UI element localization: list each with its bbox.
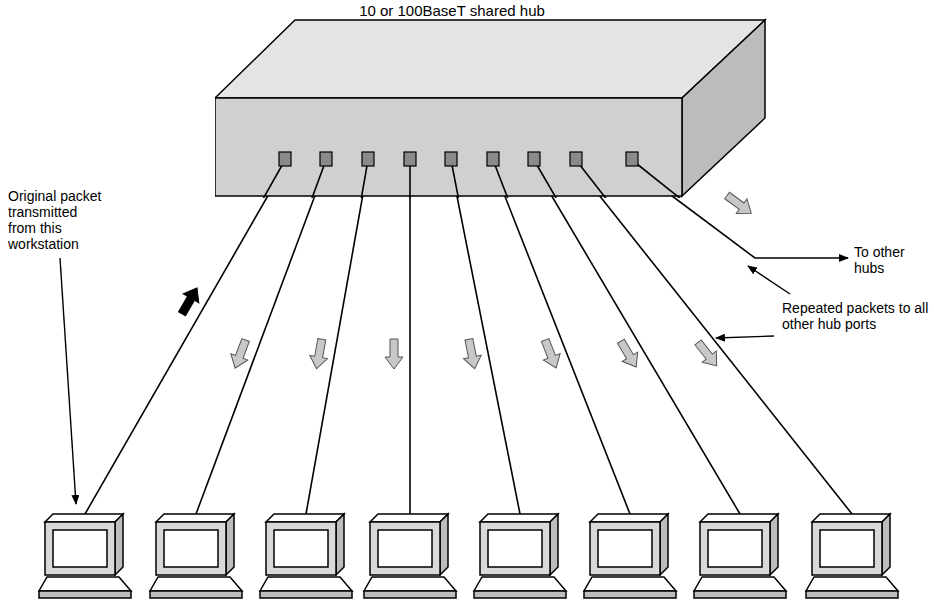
- annotation-label: Original packet transmitted from this wo…: [8, 188, 104, 252]
- illustration-part: [528, 152, 540, 166]
- illustration-part: [150, 514, 242, 598]
- illustration-part: [487, 152, 499, 166]
- leader-lines: [60, 258, 790, 504]
- illustration-part: [748, 266, 790, 294]
- illustration-part: [474, 514, 566, 598]
- illustration-part: [174, 283, 205, 318]
- illustration-part: [694, 514, 786, 598]
- illustration-part: [362, 152, 374, 166]
- cables: [85, 166, 852, 514]
- illustration-part: [85, 166, 285, 514]
- illustration-part: [716, 336, 774, 338]
- illustration-part: [227, 337, 254, 371]
- hub-node: 10 or 100BaseT shared hub: [215, 0, 767, 198]
- illustration-part: [385, 339, 403, 369]
- illustration-part: [215, 160, 285, 198]
- illustration-part: [584, 514, 676, 598]
- illustration-part: [806, 514, 898, 598]
- illustration-part: [364, 514, 456, 598]
- hub-title: 10 or 100BaseT shared hub: [215, 2, 689, 19]
- illustration-part: [308, 338, 331, 371]
- illustration-part: [215, 98, 682, 196]
- illustration-part: [196, 166, 326, 514]
- illustration-part: [451, 166, 520, 514]
- illustration-part: [682, 20, 765, 196]
- illustration-part: [570, 152, 582, 166]
- hub-box: [215, 0, 767, 198]
- illustration-part: [534, 166, 740, 514]
- illustration-part: [306, 166, 368, 514]
- illustration-part: [722, 188, 757, 220]
- illustration-part: [404, 152, 416, 166]
- illustration-part: [626, 152, 638, 166]
- illustration-part: [445, 152, 457, 166]
- illustration-part: [306, 160, 368, 198]
- illustration-part: [39, 514, 131, 598]
- illustration-part: [60, 258, 76, 504]
- illustration-part: [632, 160, 755, 198]
- illustration-part: [409, 166, 411, 514]
- illustration-part: [215, 160, 326, 198]
- illustration-part: [260, 514, 352, 598]
- illustration-part: [613, 337, 644, 372]
- illustration-part: [493, 166, 630, 514]
- illustration-part: [537, 337, 565, 372]
- annotation-label: To other hubs: [854, 244, 930, 276]
- illustration-part: [576, 160, 767, 198]
- illustration-part: [460, 338, 483, 371]
- illustration-part: [691, 337, 724, 372]
- annotation-label: Repeated packets to all other hub ports: [782, 300, 930, 332]
- illustration-part: [320, 152, 332, 166]
- illustration-part: [451, 160, 520, 198]
- illustration-part: [576, 166, 852, 514]
- illustration-part: [493, 160, 630, 198]
- illustration-part: [215, 20, 765, 98]
- illustration-part: [279, 152, 291, 166]
